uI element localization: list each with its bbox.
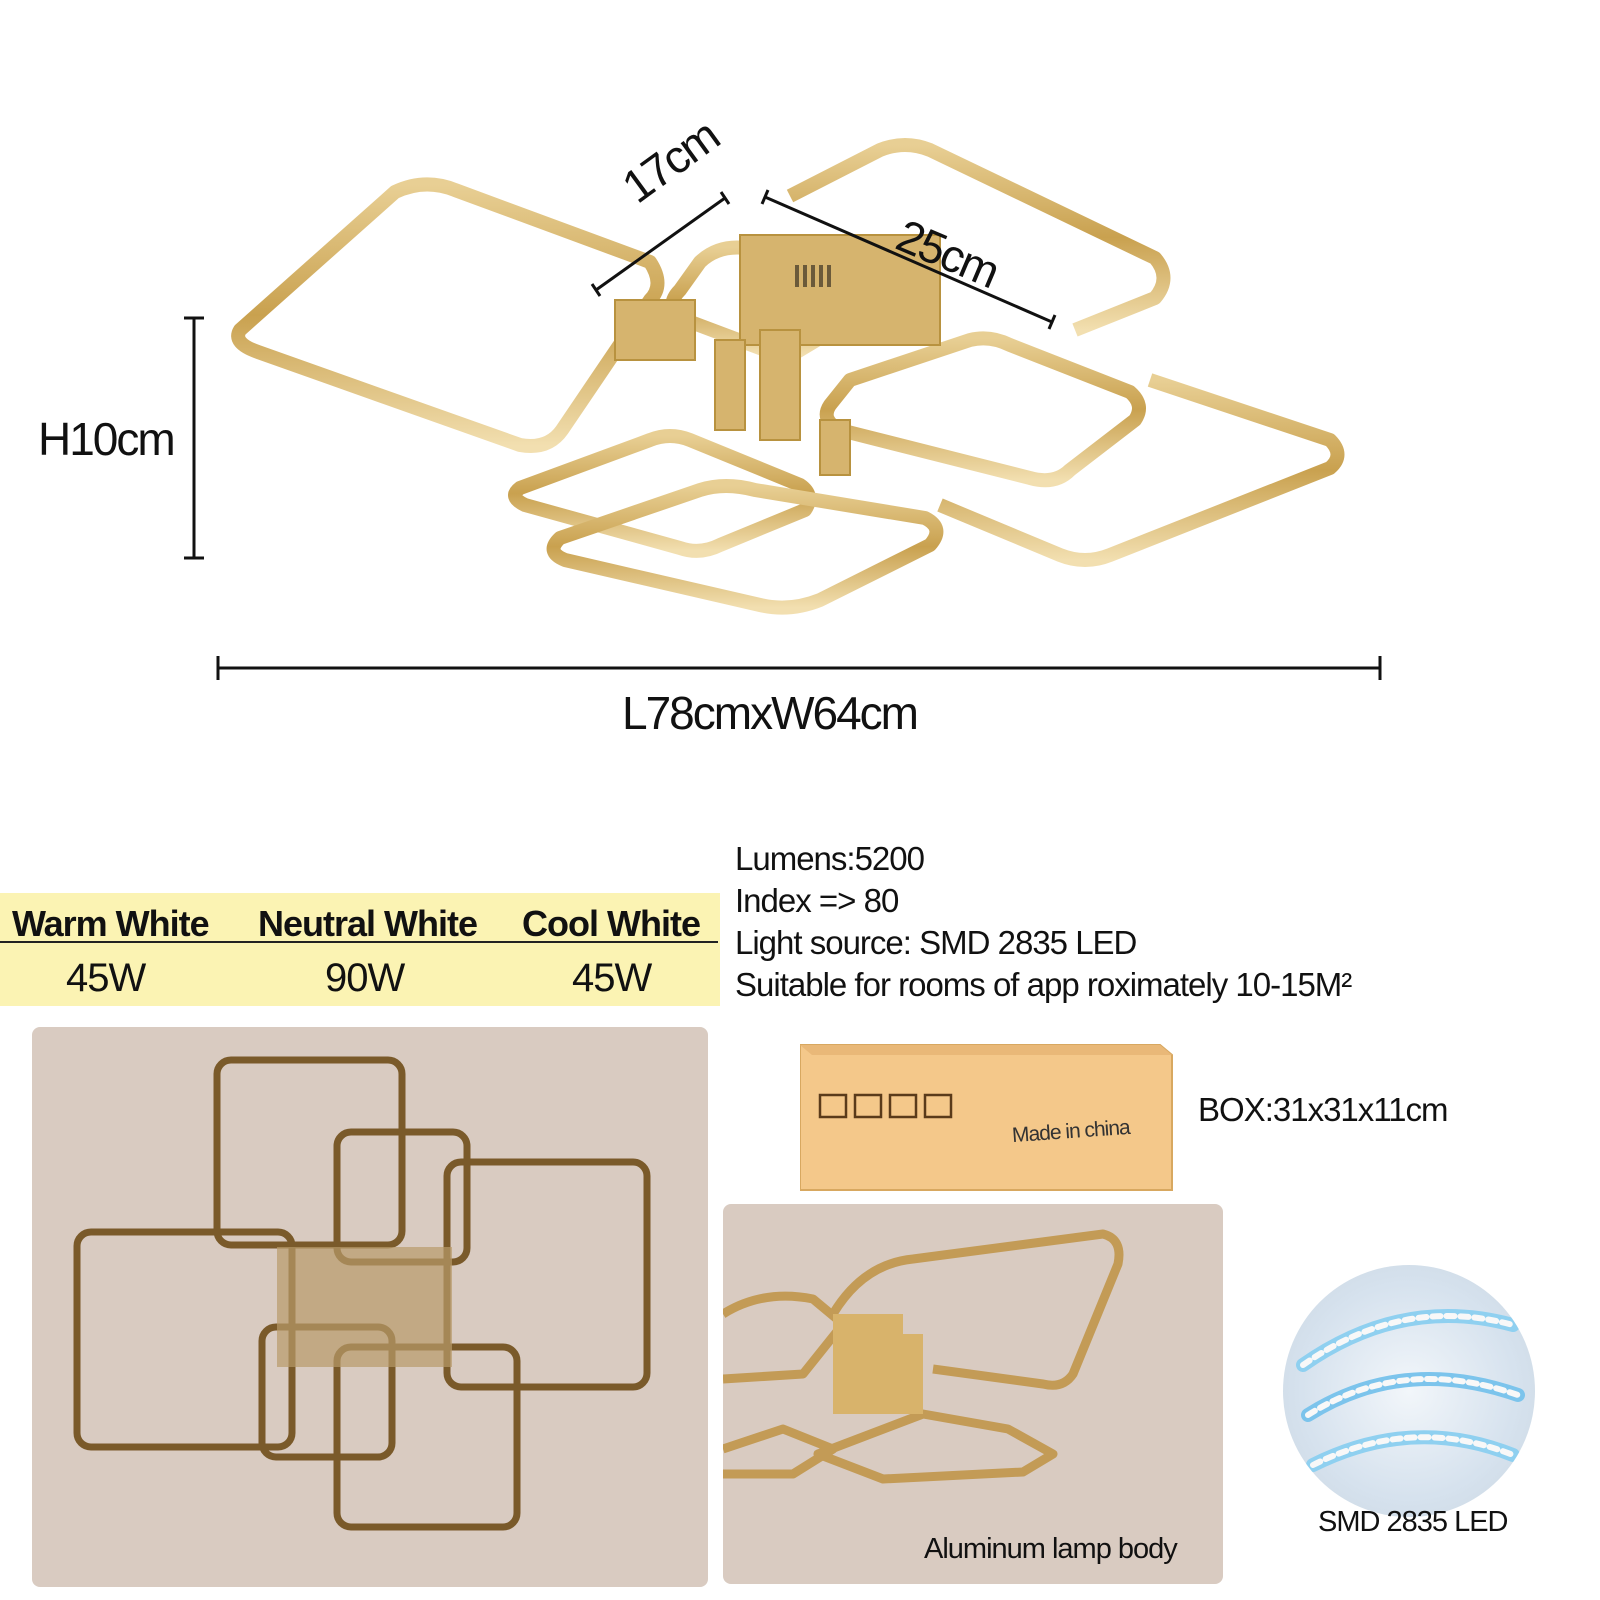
ring-small-front bbox=[508, 429, 816, 558]
warm-white-label: Warm White bbox=[12, 903, 210, 944]
depth-line bbox=[595, 196, 726, 292]
package-box bbox=[800, 1044, 1173, 1191]
aluminum-body-caption: Aluminum lamp body bbox=[924, 1533, 1178, 1565]
this-side-up-icon bbox=[888, 1093, 918, 1119]
height-label: H10cm bbox=[38, 413, 176, 465]
cool-white-watt: 45W bbox=[572, 956, 652, 1000]
umbrella-icon bbox=[853, 1093, 883, 1119]
color-temp-band bbox=[0, 893, 720, 1006]
width-line bbox=[764, 195, 1053, 324]
ring-large-left bbox=[231, 177, 665, 453]
lamp-illustration bbox=[184, 138, 1382, 680]
led-caption: SMD 2835 LED bbox=[1318, 1506, 1508, 1538]
fragile-icon bbox=[923, 1093, 953, 1119]
led-strip-photo bbox=[1283, 1265, 1535, 1517]
spec-light-source: Light source: SMD 2835 LED bbox=[735, 924, 1137, 961]
spec-list: Lumens:5200 Index => 80 Light source: SM… bbox=[735, 838, 1352, 1006]
lamp-photo-top-view bbox=[32, 1027, 708, 1587]
lamp-photo-side-view bbox=[723, 1204, 1223, 1584]
ring-large-front bbox=[546, 479, 944, 615]
recycle-icon bbox=[818, 1093, 848, 1119]
length-label: L78cmxW64cm bbox=[622, 687, 919, 739]
box-size: BOX:31x31x11cm bbox=[1198, 1091, 1449, 1128]
neutral-white-label: Neutral White bbox=[258, 903, 478, 944]
color-temp-divider bbox=[0, 941, 718, 943]
cool-white-label: Cool White bbox=[522, 903, 701, 944]
ring-large-right bbox=[937, 373, 1345, 567]
spec-index: Index => 80 bbox=[735, 882, 899, 919]
ring-small-right bbox=[819, 331, 1146, 488]
warm-white-watt: 45W bbox=[66, 956, 146, 1000]
spec-lumens: Lumens:5200 bbox=[735, 840, 925, 877]
ring-large-back bbox=[786, 138, 1171, 337]
neutral-white-watt: 90W bbox=[325, 956, 405, 1000]
spec-rooms: Suitable for rooms of app roximately 10-… bbox=[735, 966, 1352, 1003]
lamp-base bbox=[614, 234, 941, 476]
